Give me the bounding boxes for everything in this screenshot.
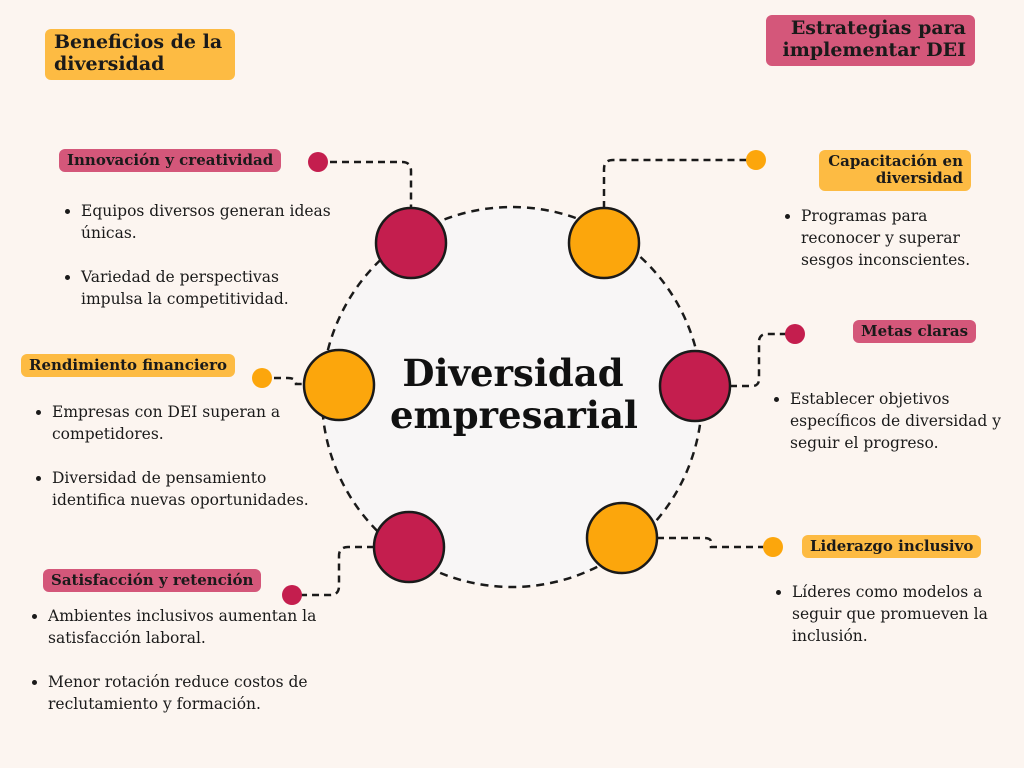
section-title-beneficios-text: Beneficios de la diversidad <box>54 31 223 75</box>
label-innovacion: Innovación y creatividad <box>59 149 282 173</box>
node-innovacion <box>374 206 448 280</box>
center-title-line1: Diversidad <box>402 351 624 395</box>
connector-liderazgo <box>657 536 773 549</box>
label-rendimiento: Rendimiento financiero <box>21 354 235 378</box>
label-satisfaccion-text: Satisfacción y retención <box>51 571 254 589</box>
bullets-metas: Establecer objetivos específicos de dive… <box>766 388 1024 454</box>
list-item: Diversidad de pensamiento identifica nue… <box>52 467 320 511</box>
center-title-line2: empresarial <box>390 393 638 437</box>
label-satisfaccion: Satisfacción y retención <box>43 569 262 593</box>
dot-rendimiento <box>252 368 272 388</box>
bullets-innovacion: Equipos diversos generan ideas únicas. V… <box>57 200 341 310</box>
list-item: Empresas con DEI superan a competidores. <box>52 401 320 445</box>
connector-rendimiento <box>262 376 305 386</box>
bullets-capacitacion: Programas para reconocer y superar sesgo… <box>777 205 1001 271</box>
list-item: Ambientes inclusivos aumentan la satisfa… <box>48 605 336 649</box>
dot-liderazgo <box>763 537 783 557</box>
list-item: Equipos diversos generan ideas únicas. <box>81 200 341 244</box>
label-metas-text: Metas claras <box>861 322 969 340</box>
label-rendimiento-text: Rendimiento financiero <box>29 356 227 374</box>
node-capacitacion <box>567 206 641 280</box>
section-title-estrategias: Estrategias para implementar DEI <box>766 15 975 66</box>
dot-metas <box>785 324 805 344</box>
section-title-estrategias-text: Estrategias para implementar DEI <box>782 17 966 61</box>
section-title-beneficios: Beneficios de la diversidad <box>45 29 235 80</box>
bullets-satisfaccion: Ambientes inclusivos aumentan la satisfa… <box>24 605 336 715</box>
node-metas <box>658 349 732 423</box>
list-item: Programas para reconocer y superar sesgo… <box>801 205 1001 271</box>
label-liderazgo: Liderazgo inclusivo <box>802 535 982 559</box>
connector-innovacion <box>318 160 413 208</box>
list-item: Líderes como modelos a seguir que promue… <box>792 581 992 647</box>
node-liderazgo <box>585 501 659 575</box>
label-innovacion-text: Innovación y creatividad <box>67 151 274 169</box>
dot-innovacion <box>308 152 328 172</box>
label-liderazgo-text: Liderazgo inclusivo <box>810 537 974 555</box>
list-item: Establecer objetivos específicos de dive… <box>790 388 1024 454</box>
connector-capacitacion <box>602 158 756 208</box>
connector-satisfaccion <box>292 545 374 597</box>
label-metas: Metas claras <box>853 320 977 344</box>
dot-satisfaccion <box>282 585 302 605</box>
node-satisfaccion <box>372 510 446 584</box>
dot-capacitacion <box>746 150 766 170</box>
connector-metas <box>730 332 795 388</box>
list-item: Variedad de perspectivas impulsa la comp… <box>81 266 341 310</box>
label-capacitacion-text: Capacitación en diversidad <box>828 152 963 188</box>
bullets-rendimiento: Empresas con DEI superan a competidores.… <box>28 401 320 511</box>
label-capacitacion: Capacitación en diversidad <box>819 150 971 191</box>
node-rendimiento <box>302 348 376 422</box>
bullets-liderazgo: Líderes como modelos a seguir que promue… <box>768 581 992 647</box>
list-item: Menor rotación reduce costos de reclutam… <box>48 671 336 715</box>
center-title: Diversidad empresarial <box>390 351 638 437</box>
